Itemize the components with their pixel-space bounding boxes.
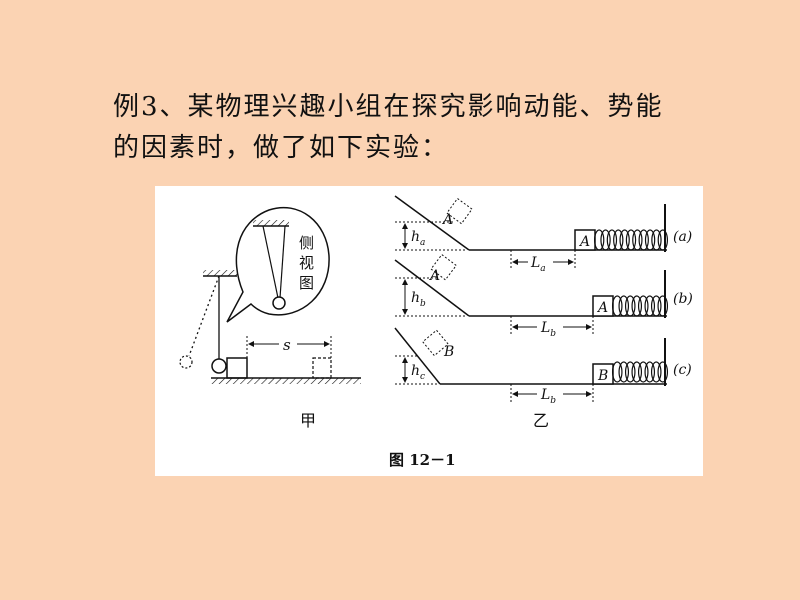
- wood-block-moved-ghost: [312, 357, 332, 379]
- distance-label-a: La: [530, 255, 546, 274]
- experiment-figure: s 侧 视 图 甲 A ha: [155, 186, 703, 476]
- block-label-b: A: [596, 300, 608, 316]
- height-label-a: ha: [411, 229, 425, 248]
- question-line-2: 的因素时，做了如下实验：: [113, 133, 450, 163]
- spring-coil: [650, 361, 662, 383]
- spring-coil: [619, 229, 630, 251]
- spring-coil: [611, 295, 623, 317]
- row-tag-b: (b): [673, 291, 693, 307]
- spring-coil: [644, 295, 656, 317]
- spring-coil: [644, 229, 656, 251]
- ramp-row-a: A ha La A (a): [394, 195, 692, 274]
- spring-coil: [657, 361, 669, 383]
- distance-label-c: Lb: [540, 387, 556, 406]
- spring-coil: [618, 361, 630, 383]
- ramp-row-c: B hc Lb B (c): [394, 327, 692, 406]
- spring-coil: [632, 229, 643, 251]
- spring-coil: [657, 295, 669, 317]
- spring-coil: [624, 361, 636, 383]
- ghost-label-b: A: [428, 268, 440, 284]
- spring-a: [594, 229, 668, 251]
- spring-coil: [594, 229, 605, 251]
- side-view-char-3: 图: [299, 274, 314, 292]
- pendulum-panel: s 侧 视 图 甲: [179, 206, 361, 430]
- pendulum-ball: [211, 358, 227, 374]
- row-tag-a: (a): [673, 229, 692, 245]
- spring-coil: [624, 295, 636, 317]
- row-tag-c: (c): [673, 362, 692, 378]
- spring-b: [611, 295, 669, 317]
- spring-coil: [631, 295, 643, 317]
- spring-coil: [637, 295, 649, 317]
- spring-coil: [606, 229, 618, 251]
- spring-coil: [644, 361, 656, 383]
- block-label-c: B: [597, 368, 608, 384]
- distance-label-b: Lb: [540, 320, 556, 339]
- ghost-label-c: B: [443, 344, 454, 360]
- height-label-c: hc: [411, 363, 425, 382]
- block-label-a: A: [578, 234, 590, 250]
- spring-coil: [638, 229, 649, 251]
- distance-s-label: s: [283, 336, 291, 354]
- panel-label-jia: 甲: [300, 411, 316, 430]
- panel-label-yi: 乙: [533, 411, 549, 430]
- ramp-panel: A ha La A (a) A: [394, 195, 693, 430]
- spring-coil: [625, 229, 637, 251]
- wood-block: [226, 357, 248, 379]
- ghost-label-a: A: [441, 212, 453, 228]
- side-view-char-2: 视: [299, 254, 314, 272]
- side-view-ball: [272, 296, 286, 310]
- ramp-row-b: A hb Lb A (b): [394, 253, 693, 339]
- spring-c: [611, 361, 669, 383]
- height-label-b: hb: [411, 290, 426, 309]
- spring-coil: [650, 295, 662, 317]
- ball-raised-ghost: [179, 355, 193, 369]
- spring-coil: [618, 295, 630, 317]
- spring-coil: [600, 229, 611, 251]
- spring-coil: [637, 361, 649, 383]
- spring-coil: [651, 229, 662, 251]
- question-line-1: 例3、某物理兴趣小组在探究影响动能、势能: [113, 92, 664, 122]
- figure-caption: 图 12－1: [389, 451, 456, 469]
- side-view-char-1: 侧: [299, 234, 314, 252]
- spring-coil: [611, 361, 623, 383]
- spring-coil: [631, 361, 643, 383]
- spring-coil: [613, 229, 624, 251]
- spring-coil: [657, 229, 668, 251]
